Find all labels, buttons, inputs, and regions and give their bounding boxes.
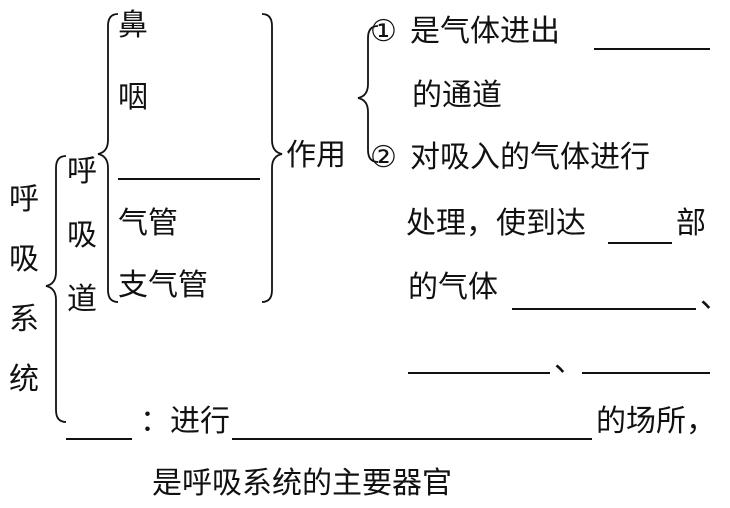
airway-char: 呼 — [67, 154, 97, 189]
part-trachea: 气管 — [118, 206, 178, 241]
system-char: 呼 — [9, 182, 39, 217]
function-2-text-2a: 处理，使到达 — [406, 206, 586, 241]
function-2-text-3a: 的气体 — [408, 270, 498, 305]
function-2-text-2b: 部 — [676, 206, 706, 241]
comma-2: 、 — [554, 344, 584, 379]
blank-larynx[interactable] — [118, 178, 260, 180]
blank-process-2[interactable] — [408, 372, 550, 374]
function-2-number: ② — [370, 140, 397, 175]
function-1-text-cont: 的通道 — [412, 78, 502, 113]
blank-process-3[interactable] — [582, 372, 710, 374]
function-brace — [357, 25, 379, 163]
part-nose: 鼻 — [118, 8, 148, 43]
blank-lung-target[interactable] — [608, 242, 672, 244]
blank-process-1[interactable] — [512, 308, 696, 310]
lung-text-2: 的场所， — [596, 404, 716, 439]
blank-gas-exchange[interactable] — [232, 438, 592, 440]
blank-organ[interactable] — [66, 438, 132, 440]
function-label: 作用 — [286, 138, 346, 173]
airway-char: 道 — [67, 282, 97, 317]
comma-1: 、 — [700, 280, 730, 315]
part-bronchus: 支气管 — [118, 268, 208, 303]
airway-brace — [97, 13, 119, 303]
system-char: 系 — [9, 302, 39, 337]
function-1-text: 是气体进出 — [410, 14, 560, 49]
blank-function-1[interactable] — [594, 48, 710, 50]
lung-text-1: ：进行 — [140, 404, 230, 439]
system-char: 统 — [9, 362, 39, 397]
system-brace — [45, 155, 67, 423]
function-2-text: 对吸入的气体进行 — [410, 140, 650, 175]
airway-char: 吸 — [67, 218, 97, 253]
lung-text-3: 是呼吸系统的主要器官 — [152, 466, 452, 501]
parts-close-brace — [261, 13, 283, 303]
system-char: 吸 — [9, 242, 39, 277]
function-1-number: ① — [370, 14, 397, 49]
part-pharynx: 咽 — [118, 80, 148, 115]
